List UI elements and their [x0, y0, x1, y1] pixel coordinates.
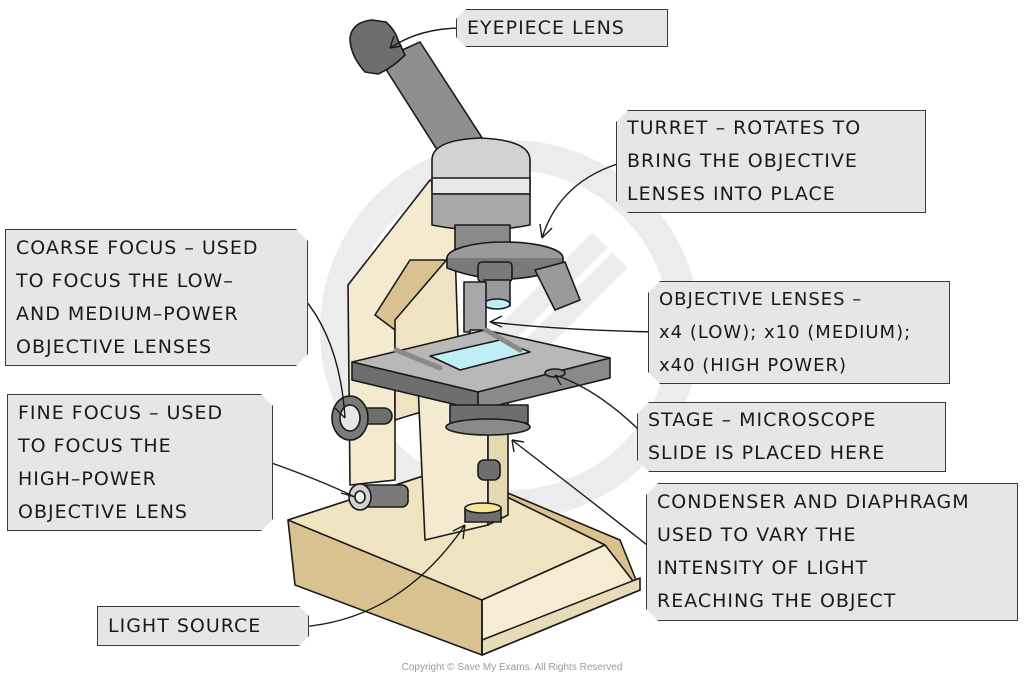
turret-leader	[539, 161, 625, 239]
condenser-leader	[511, 439, 657, 553]
eyepiece-leader	[389, 27, 463, 49]
label-line: STAGE – MICROSCOPE	[648, 409, 877, 431]
label-line: TURRET – ROTATES TO	[627, 117, 862, 139]
label-line: INTENSITY OF LIGHT	[657, 557, 869, 579]
label-line: x40 (HIGH POWER)	[659, 355, 848, 376]
label-condenser-diaphragm: CONDENSER AND DIAPHRAGM USED TO VARY THE…	[646, 483, 1018, 621]
label-line: EYEPIECE LENS	[467, 17, 625, 39]
label-coarse-focus: COARSE FOCUS – USED TO FOCUS THE LOW– AN…	[5, 229, 308, 366]
label-light-source: LIGHT SOURCE	[97, 606, 309, 646]
label-line: USED TO VARY THE	[657, 524, 857, 546]
label-line: HIGH–POWER	[18, 468, 157, 490]
label-line: REACHING THE OBJECT	[657, 590, 897, 612]
label-line: BRING THE OBJECTIVE	[627, 150, 858, 172]
label-eyepiece-lens: EYEPIECE LENS	[456, 9, 668, 47]
label-stage: STAGE – MICROSCOPE SLIDE IS PLACED HERE	[637, 402, 946, 472]
label-line: OBJECTIVE LENSES	[16, 336, 213, 358]
stage-leader	[554, 374, 647, 438]
label-line: OBJECTIVE LENSES –	[659, 289, 863, 310]
label-objective-lenses: OBJECTIVE LENSES – x4 (LOW); x10 (MEDIUM…	[648, 281, 950, 384]
label-line: OBJECTIVE LENS	[18, 501, 188, 523]
label-line: AND MEDIUM–POWER	[16, 303, 239, 325]
eyepiece-tube	[349, 19, 491, 171]
coarse-focus-leader	[301, 295, 346, 419]
label-line: TO FOCUS THE LOW–	[16, 270, 234, 292]
stage	[351, 327, 611, 411]
condenser	[445, 404, 531, 436]
objective-leader	[489, 315, 656, 333]
copyright-notice: Copyright © Save My Exams. All Rights Re…	[401, 662, 623, 673]
label-line: x4 (LOW); x10 (MEDIUM);	[659, 322, 912, 343]
fine-focus-leader	[265, 460, 356, 498]
label-line: LENSES INTO PLACE	[627, 183, 836, 205]
fine-focus-knob	[348, 459, 501, 511]
light-source-leader	[299, 524, 466, 628]
label-turret: TURRET – ROTATES TO BRING THE OBJECTIVE …	[616, 110, 926, 213]
label-fine-focus: FINE FOCUS – USED TO FOCUS THE HIGH–POWE…	[7, 394, 273, 531]
label-line: LIGHT SOURCE	[108, 615, 262, 637]
label-line: SLIDE IS PLACED HERE	[648, 442, 886, 464]
label-line: TO FOCUS THE	[18, 435, 172, 457]
light-source	[464, 502, 502, 523]
label-line: COARSE FOCUS – USED	[16, 237, 259, 259]
label-line: FINE FOCUS – USED	[18, 402, 224, 424]
label-line: CONDENSER AND DIAPHRAGM	[657, 491, 970, 513]
